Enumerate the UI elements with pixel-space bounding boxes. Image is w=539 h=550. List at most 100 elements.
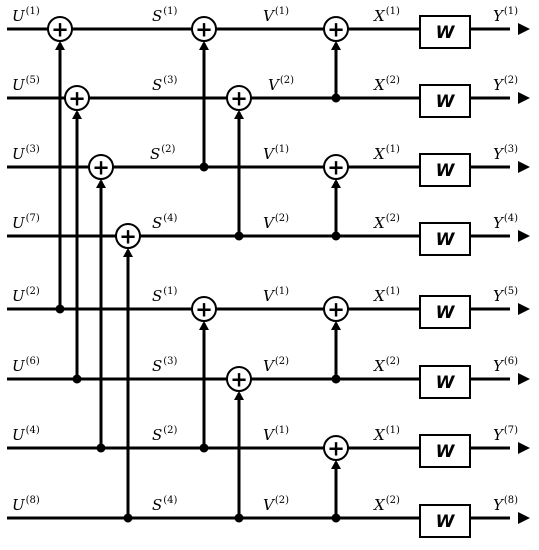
w-block-label: W [436,161,456,181]
w-block [419,84,471,118]
circled-plus-icon [47,16,73,42]
arrowhead-icon [199,41,209,50]
x-label-7: X(1) [373,425,400,444]
w-block [419,295,471,329]
x-label-8-symbol: X [373,496,386,514]
arrowhead-icon [518,373,530,385]
output-label-8-index: (8) [504,495,518,506]
input-label-2-symbol: U [12,76,26,94]
output-label-1-index: (1) [504,6,518,17]
s-label-1-index: (1) [163,6,177,17]
s-label-4-index: (4) [163,213,177,224]
v-label-2: V(2) [268,75,294,94]
junction-dot-icon [331,374,341,384]
input-label-5: U(2) [12,286,40,305]
s-label-4: S(4) [152,213,178,232]
x-label-5-symbol: X [373,287,386,305]
v-label-6: V(2) [263,356,289,375]
x-label-3-index: (1) [386,144,400,155]
circled-plus-icon [323,296,349,322]
w-block [419,222,471,256]
arrowhead-icon [72,110,82,119]
output-label-3-symbol: Y [493,145,505,163]
x-label-6-symbol: X [373,357,386,375]
s-label-6-index: (3) [163,356,177,367]
w-block [419,153,471,187]
input-label-5-symbol: U [12,287,26,305]
input-label-8: U(8) [12,495,40,514]
junction-dot-icon [55,304,65,314]
arrowhead-icon [55,41,65,50]
w-block-label: W [436,512,456,532]
output-label-4-symbol: Y [493,214,505,232]
s-label-7-symbol: S [152,426,162,444]
v-label-5: V(1) [263,286,289,305]
w-block-label: W [436,23,456,43]
s-label-8-symbol: S [152,496,162,514]
w-block [419,365,471,399]
v-label-2-index: (2) [280,75,294,86]
junction-dot-icon [234,513,244,523]
v-label-3: V(1) [263,144,289,163]
x-label-2-symbol: X [373,76,386,94]
output-label-2: Y(2) [493,75,518,94]
x-label-1-index: (1) [386,6,400,17]
input-label-8-symbol: U [12,496,26,514]
v-label-1-index: (1) [275,6,289,17]
output-label-5-symbol: Y [493,287,505,305]
s-label-7: S(2) [152,425,178,444]
output-label-5: Y(5) [493,286,518,305]
v-label-7-symbol: V [263,426,276,444]
arrowhead-icon [234,391,244,400]
arrowhead-icon [518,161,530,173]
v-label-8: V(2) [263,495,289,514]
junction-dot-icon [123,513,133,523]
input-label-1-index: (1) [26,6,40,17]
arrowhead-icon [518,92,530,104]
input-label-7-symbol: U [12,426,26,444]
v-label-4: V(2) [263,213,289,232]
s-label-8: S(4) [152,495,178,514]
junction-dot-icon [234,231,244,241]
w-block [419,15,471,49]
input-label-8-index: (8) [26,495,40,506]
x-label-3: X(1) [373,144,400,163]
output-label-4: Y(4) [493,213,518,232]
arrowhead-icon [123,248,133,257]
arrowhead-icon [199,321,209,330]
w-block-label: W [436,442,456,462]
arrowhead-icon [96,179,106,188]
w-block-label: W [436,230,456,250]
s-label-3-symbol: S [150,145,160,163]
circled-plus-icon [323,435,349,461]
v-label-4-symbol: V [263,214,276,232]
junction-dot-icon [331,231,341,241]
v-label-5-index: (1) [275,286,289,297]
x-label-8-index: (2) [386,495,400,506]
output-label-7-symbol: Y [493,426,505,444]
arrowhead-icon [234,110,244,119]
junction-dot-icon [331,513,341,523]
junction-dot-icon [199,162,209,172]
input-label-7: U(4) [12,425,40,444]
v-label-4-index: (2) [275,213,289,224]
arrowhead-icon [331,41,341,50]
output-label-1-symbol: Y [493,7,505,25]
arrowhead-icon [518,512,530,524]
s-label-2: S(3) [152,75,178,94]
adder-plus-symbol: + [327,156,345,180]
x-label-7-index: (1) [386,425,400,436]
output-label-6: Y(6) [493,356,518,375]
x-label-3-symbol: X [373,145,386,163]
input-label-3-symbol: U [12,145,26,163]
v-label-7: V(1) [263,425,289,444]
x-label-6-index: (2) [386,356,400,367]
adder-plus-symbol: + [51,18,69,42]
x-label-8: X(2) [373,495,400,514]
s-label-7-index: (2) [163,425,177,436]
w-block [419,504,471,538]
output-label-6-symbol: Y [493,357,505,375]
circled-plus-icon [323,16,349,42]
